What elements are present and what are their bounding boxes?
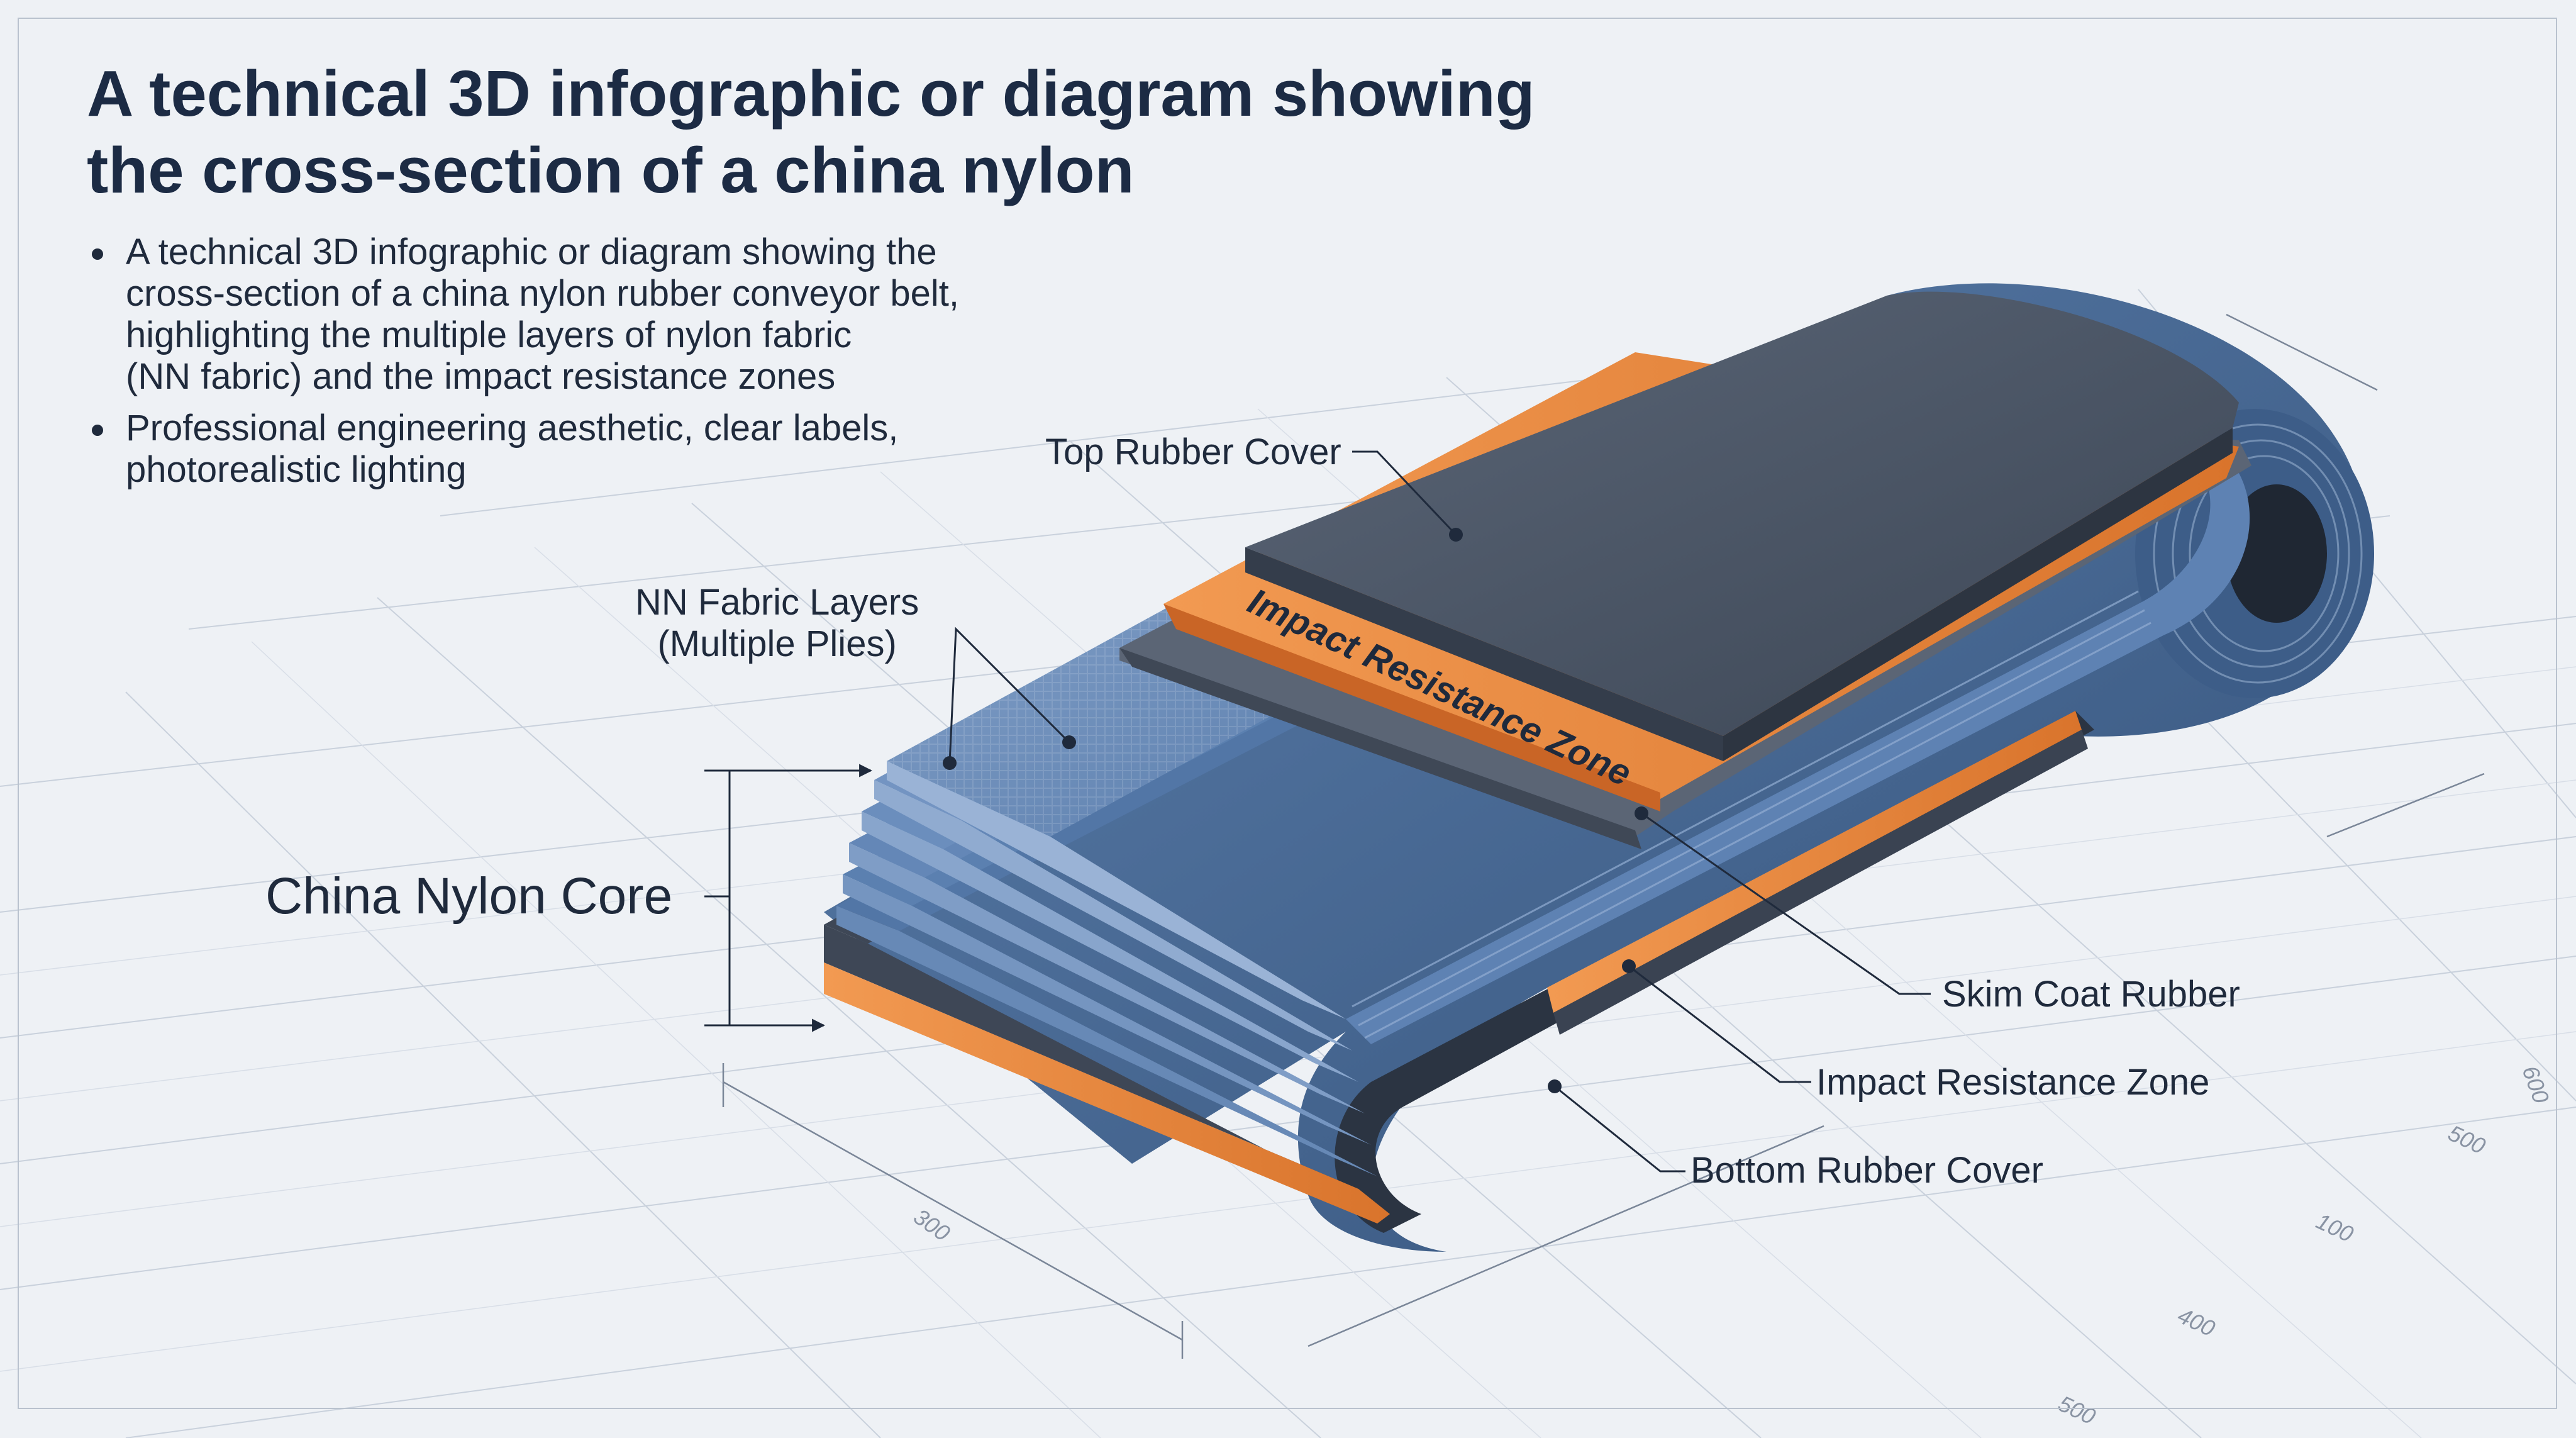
- top-rubber-cover-layer: [1245, 291, 2239, 736]
- tick-label: 100: [2312, 1208, 2358, 1247]
- leader-skim-coat: [1641, 812, 1931, 995]
- page-title: A technical 3D infographic or diagram sh…: [87, 55, 1596, 209]
- bullet-line: (NN fabric) and the impact resistance zo…: [126, 356, 836, 397]
- core-bracket: [704, 769, 731, 1027]
- label-nn-fabric-layers: NN Fabric Layers (Multiple Plies): [635, 582, 919, 665]
- roll-hole: [2226, 484, 2327, 623]
- bullet-line: highlighting the multiple layers of nylo…: [126, 315, 852, 355]
- tick-label: 500: [2445, 1120, 2490, 1159]
- conveyor-belt: [824, 283, 2374, 1252]
- dimension-lines: [722, 313, 2485, 1359]
- label-top-rubber-cover: Top Rubber Cover: [1045, 432, 1341, 472]
- bullet-line: cross-section of a china nylon rubber co…: [126, 273, 960, 314]
- bullet-line: A technical 3D infographic or diagram sh…: [126, 231, 937, 272]
- leader-lines: [704, 450, 1931, 1173]
- bullet-line: photorealistic lighting: [126, 449, 467, 490]
- label-line: NN Fabric Layers: [635, 582, 919, 623]
- tick-label: 500: [2055, 1390, 2100, 1430]
- tick-label: 300: [909, 1203, 955, 1246]
- bullet-item: A technical 3D infographic or diagram sh…: [87, 231, 1030, 398]
- label-impact-resistance-zone: Impact Resistance Zone: [1816, 1062, 2210, 1103]
- leader-impact-bottom: [1628, 965, 1811, 1083]
- description-list: A technical 3D infographic or diagram sh…: [87, 231, 1030, 501]
- tick-label: 600: [2517, 1062, 2554, 1106]
- leader-top-cover: [1352, 450, 1457, 536]
- leader-nn-fabric: [948, 627, 1070, 764]
- bullet-item: Professional engineering aesthetic, clea…: [87, 408, 1030, 491]
- title-line: the cross-section of a china nylon: [87, 134, 1135, 206]
- bullet-line: Professional engineering aesthetic, clea…: [126, 408, 899, 449]
- label-skim-coat-rubber: Skim Coat Rubber: [1942, 974, 2240, 1015]
- title-line: A technical 3D infographic or diagram sh…: [87, 57, 1535, 130]
- return-impact-zone: [1547, 711, 2082, 1013]
- label-china-nylon-core: China Nylon Core: [265, 867, 673, 925]
- tick-label: 400: [2174, 1302, 2219, 1342]
- leader-bottom-cover: [1554, 1085, 1685, 1173]
- label-line: (Multiple Plies): [657, 623, 897, 664]
- bottom-impact-layer: [824, 962, 1390, 1223]
- label-bottom-rubber-cover: Bottom Rubber Cover: [1690, 1150, 2043, 1191]
